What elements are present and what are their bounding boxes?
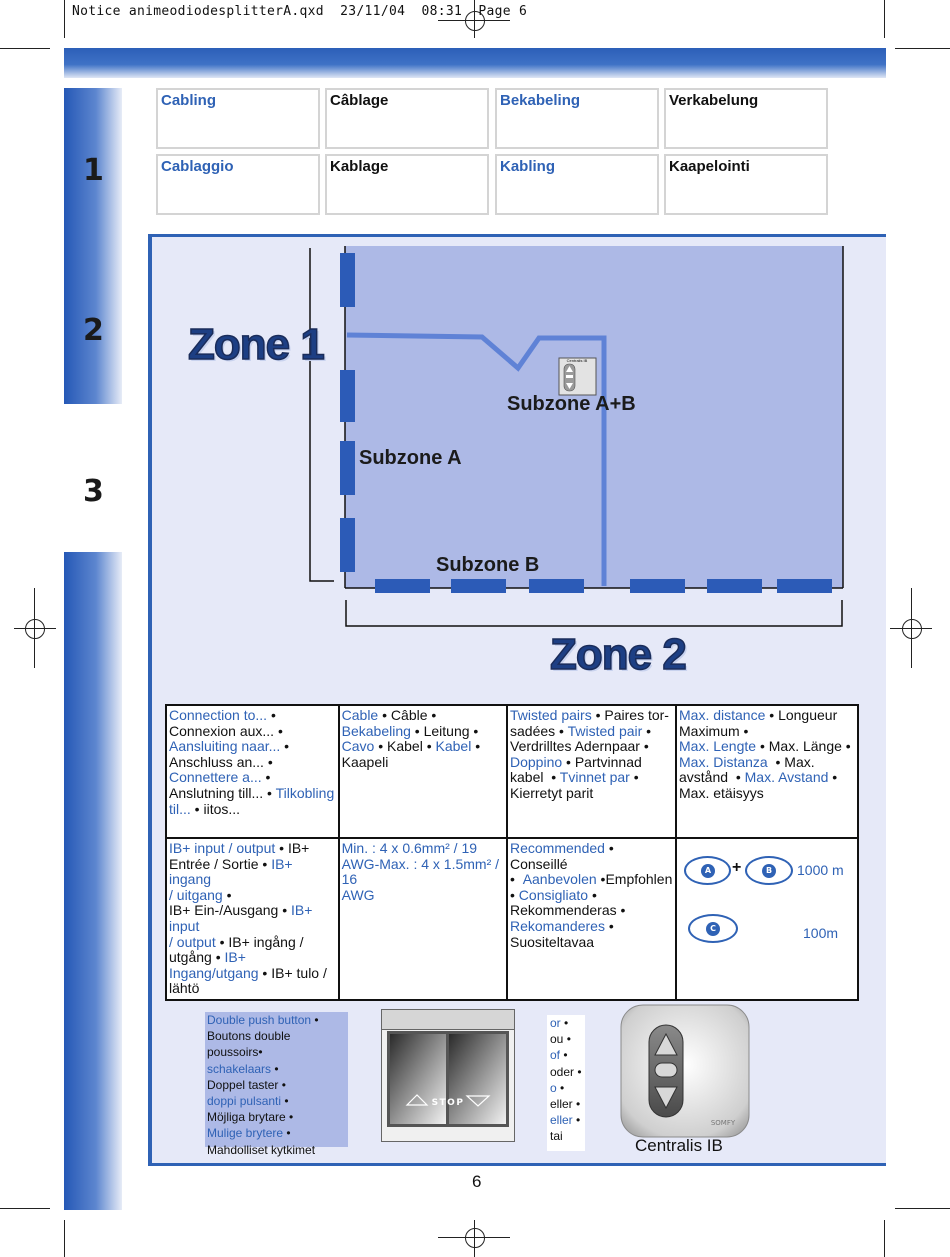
or-legend: or • ou • of • oder • o • eller • eller … [547, 1015, 585, 1151]
motor-marker [777, 579, 832, 593]
title-cell: Cabling [156, 88, 320, 149]
zone-c-ellipse: C [688, 914, 738, 943]
title-cell: Bekabeling [495, 88, 659, 149]
title-cell: Kabling [495, 154, 659, 215]
centralis-caption: Centralis IB [635, 1136, 723, 1155]
section-number-1: 1 [83, 153, 104, 188]
title-cell: Câblage [325, 88, 489, 149]
zone-diagram: Centralis IB [309, 246, 844, 627]
section-number-3: 3 [83, 474, 104, 509]
subzone-b-label: Subzone B [436, 554, 540, 576]
registration-mark-icon [902, 619, 922, 639]
my-key-icon [654, 1062, 678, 1078]
bus-cable [346, 332, 607, 586]
title-cell: Cablaggio [156, 154, 320, 215]
cable-cell: Cable • Câble • Bekabeling • Leitung • C… [337, 704, 509, 839]
title-cell: Verkabelung [664, 88, 828, 149]
motor-marker [340, 370, 355, 422]
crop-mark [0, 1208, 50, 1209]
top-color-band [64, 48, 886, 78]
crop-mark [438, 1237, 510, 1238]
section-number-2: 2 [83, 313, 104, 348]
stop-label: STOP [432, 1098, 465, 1108]
up-key-icon [654, 1032, 678, 1056]
connection-cell: Connection to... • Connexion aux... • Aa… [165, 704, 340, 839]
label-c-icon: C [706, 922, 720, 936]
page-number: 6 [472, 1172, 482, 1191]
motor-marker [630, 579, 685, 593]
subzone-b-ellipse: B [745, 856, 793, 885]
twisted-pair-cell: Twisted pairs • Paires tor-sadées • Twis… [506, 704, 677, 839]
crop-mark [895, 48, 950, 49]
crop-mark [64, 1220, 65, 1257]
spec-table: Connection to... • Connexion aux... • Aa… [165, 704, 859, 1001]
up-arrow-icon [405, 1094, 429, 1106]
motor-marker [451, 579, 506, 593]
up-button [390, 1034, 446, 1124]
subzone-ab-label: Subzone A+B [507, 393, 636, 415]
recommended-cell: Recommended • Conseillé• Aanbevolen •Emp… [506, 837, 677, 1001]
zone2-title: Zone 2 [549, 629, 687, 680]
registration-mark-icon [465, 11, 485, 31]
down-key-icon [654, 1086, 678, 1110]
crop-mark [895, 1208, 950, 1209]
crop-mark [0, 48, 50, 49]
motor-marker [529, 579, 584, 593]
ib-io-cell: IB+ input / output • IB+Entrée / Sortie … [165, 837, 340, 1001]
label-a-icon: A [701, 864, 715, 878]
label-b-icon: B [762, 864, 776, 878]
side-band-bottom [64, 552, 122, 1210]
crop-mark [64, 0, 65, 38]
zone2-bracket [345, 600, 843, 627]
subzone-a-label: Subzone A [359, 447, 462, 469]
down-arrow-icon [465, 1095, 491, 1107]
somfy-logo: SOMFY [711, 1119, 736, 1127]
motor-marker [340, 253, 355, 307]
crop-mark [884, 0, 885, 38]
crop-mark [438, 20, 510, 21]
motor-marker [340, 441, 355, 495]
crop-mark [884, 1220, 885, 1257]
motor-marker [340, 518, 355, 572]
registration-mark-icon [465, 1228, 485, 1248]
device-label: Centralis IB [567, 358, 588, 363]
side-band-top [64, 88, 122, 404]
title-cell: Kaapelointi [664, 154, 828, 215]
zone1-title: Zone 1 [187, 319, 325, 370]
down-button [449, 1034, 506, 1124]
double-push-button-image: STOP [381, 1009, 515, 1142]
motor-marker [375, 579, 430, 593]
ab-distance-value: 1000 m [797, 862, 844, 878]
c-distance-value: 100m [803, 925, 839, 941]
plus-sign: + [732, 859, 742, 876]
subzone-a-ellipse: A [684, 856, 731, 885]
title-cell: Kablage [325, 154, 489, 215]
registration-mark-icon [25, 619, 45, 639]
switch-legend: Double push button • Boutons double pous… [205, 1012, 348, 1157]
room-area [345, 246, 843, 588]
zone1-bracket [309, 248, 334, 582]
file-header: Notice animeodiodesplitterA.qxd 23/11/04… [72, 4, 528, 19]
centralis-ib-image: SOMFY [619, 1003, 751, 1139]
motor-marker [707, 579, 762, 593]
